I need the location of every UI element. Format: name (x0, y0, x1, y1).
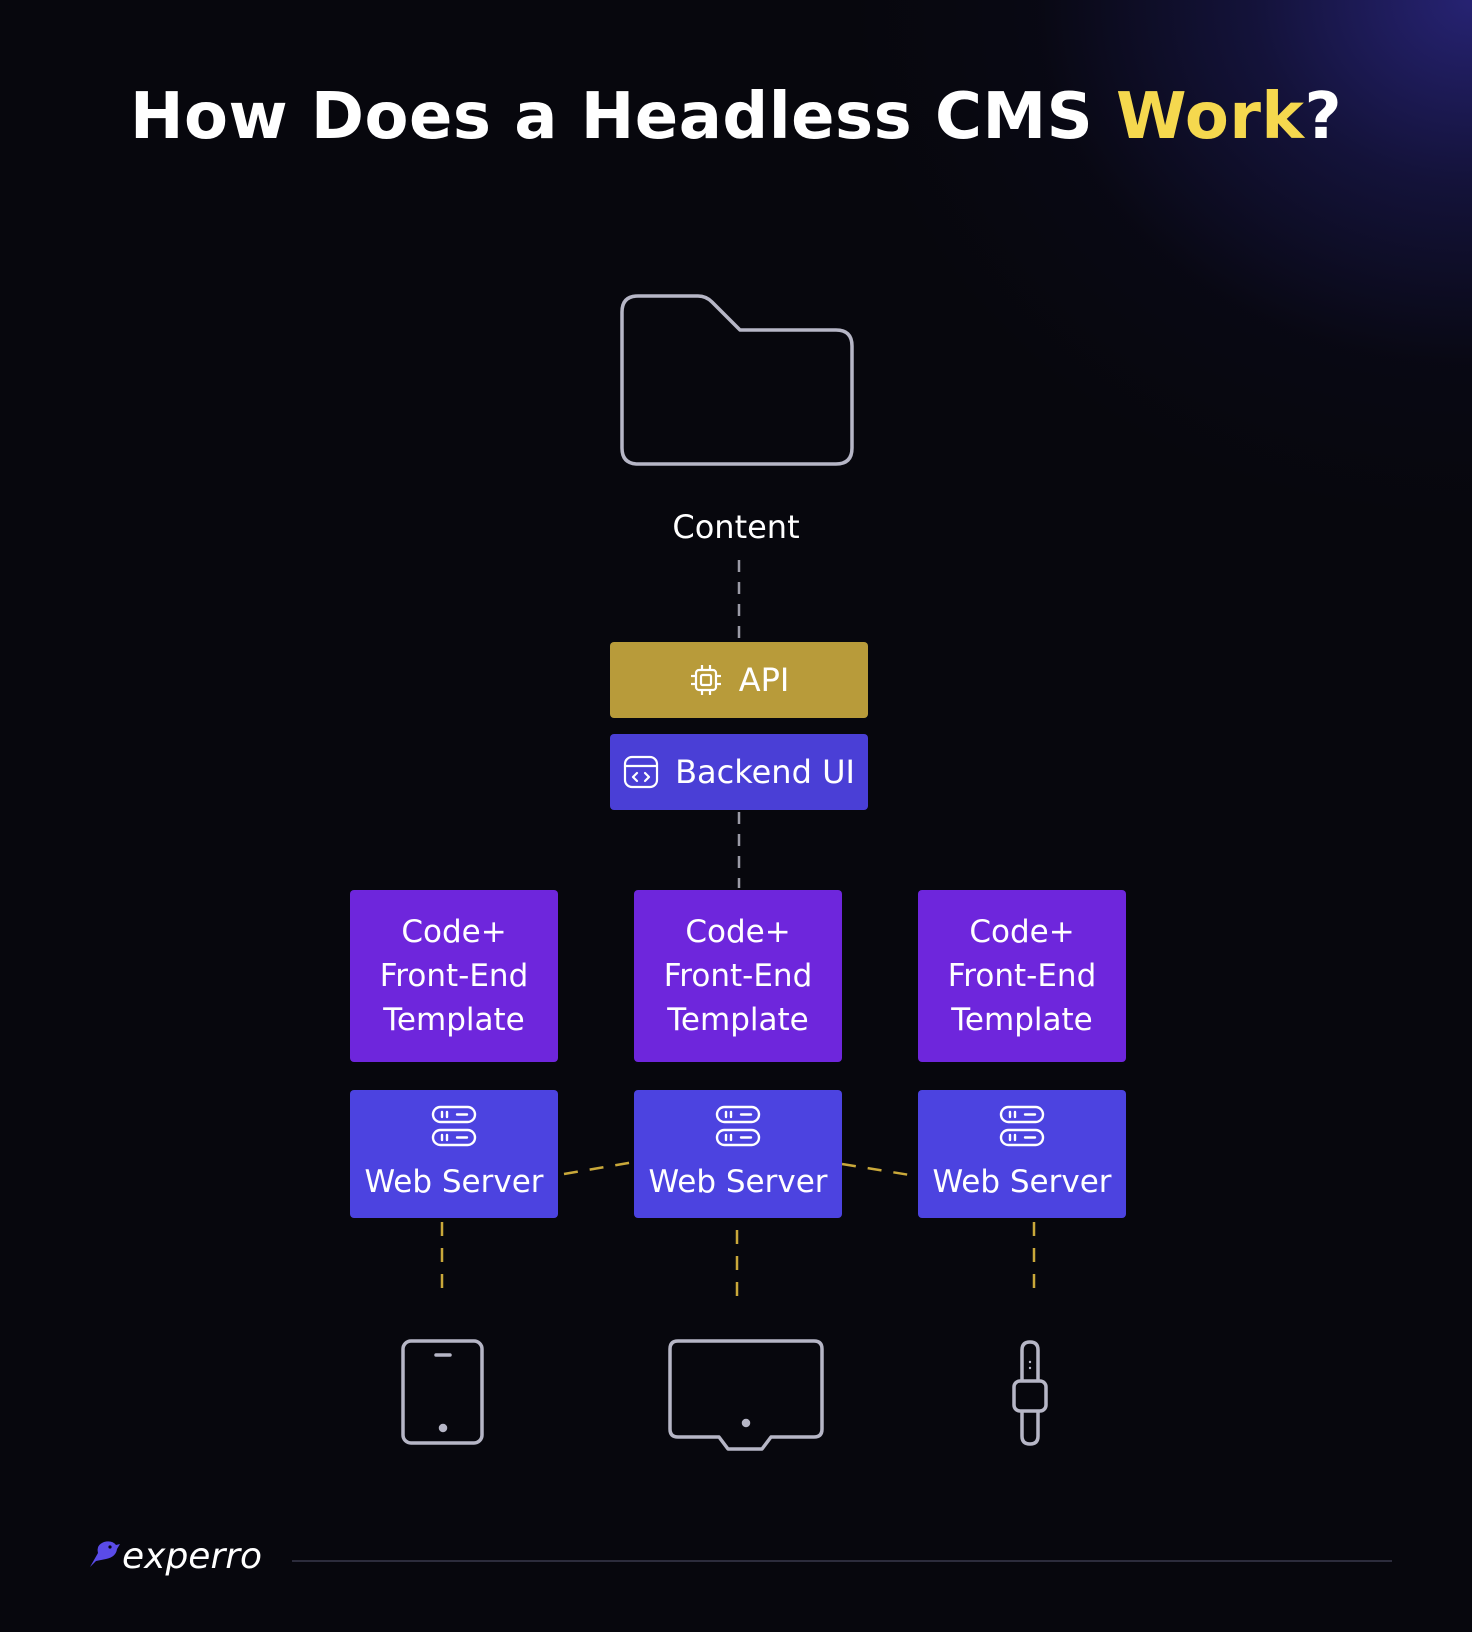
template-box-1: Code+ Front-End Template (350, 890, 558, 1062)
server-icon (431, 1104, 477, 1148)
backend-ui-box: Backend UI (610, 734, 868, 810)
web-server-label: Web Server (648, 1164, 828, 1200)
tablet-icon (401, 1339, 484, 1445)
brand-logo: experro (86, 1536, 262, 1577)
api-label: API (738, 661, 790, 699)
web-server-box-2: Web Server (634, 1090, 842, 1218)
code-window-icon (623, 754, 659, 790)
api-box: API (610, 642, 868, 718)
web-server-box-3: Web Server (918, 1090, 1126, 1218)
bird-logo-icon (86, 1539, 120, 1574)
page-title: How Does a Headless CMS Work? (0, 80, 1472, 154)
template-box-3: Code+ Front-End Template (918, 890, 1126, 1062)
server-icon (999, 1104, 1045, 1148)
web-server-label: Web Server (932, 1164, 1112, 1200)
connector-server2-server3 (841, 1162, 917, 1178)
title-main: How Does a Headless CMS (129, 80, 1117, 154)
template-line: Code+ (685, 914, 791, 950)
template-line: Template (667, 1002, 809, 1038)
template-line: Template (951, 1002, 1093, 1038)
template-line: Front-End (947, 958, 1097, 994)
backend-ui-label: Backend UI (675, 753, 855, 791)
content-label: Content (672, 508, 800, 546)
chip-icon (689, 663, 723, 697)
web-server-box-1: Web Server (350, 1090, 558, 1218)
template-line: Template (383, 1002, 525, 1038)
monitor-icon (668, 1339, 824, 1451)
footer-divider (292, 1560, 1392, 1562)
template-line: Front-End (663, 958, 813, 994)
connector-server1-server2 (563, 1160, 635, 1176)
server-icon (715, 1104, 761, 1148)
template-line: Code+ (969, 914, 1075, 950)
template-box-2: Code+ Front-End Template (634, 890, 842, 1062)
smartwatch-icon (1012, 1340, 1048, 1446)
brand-name: experro (122, 1536, 263, 1577)
title-accent: Work (1116, 80, 1305, 154)
template-line: Front-End (379, 958, 529, 994)
title-end: ? (1304, 80, 1343, 154)
template-line: Code+ (401, 914, 507, 950)
folder-icon (620, 294, 854, 466)
web-server-label: Web Server (364, 1164, 544, 1200)
